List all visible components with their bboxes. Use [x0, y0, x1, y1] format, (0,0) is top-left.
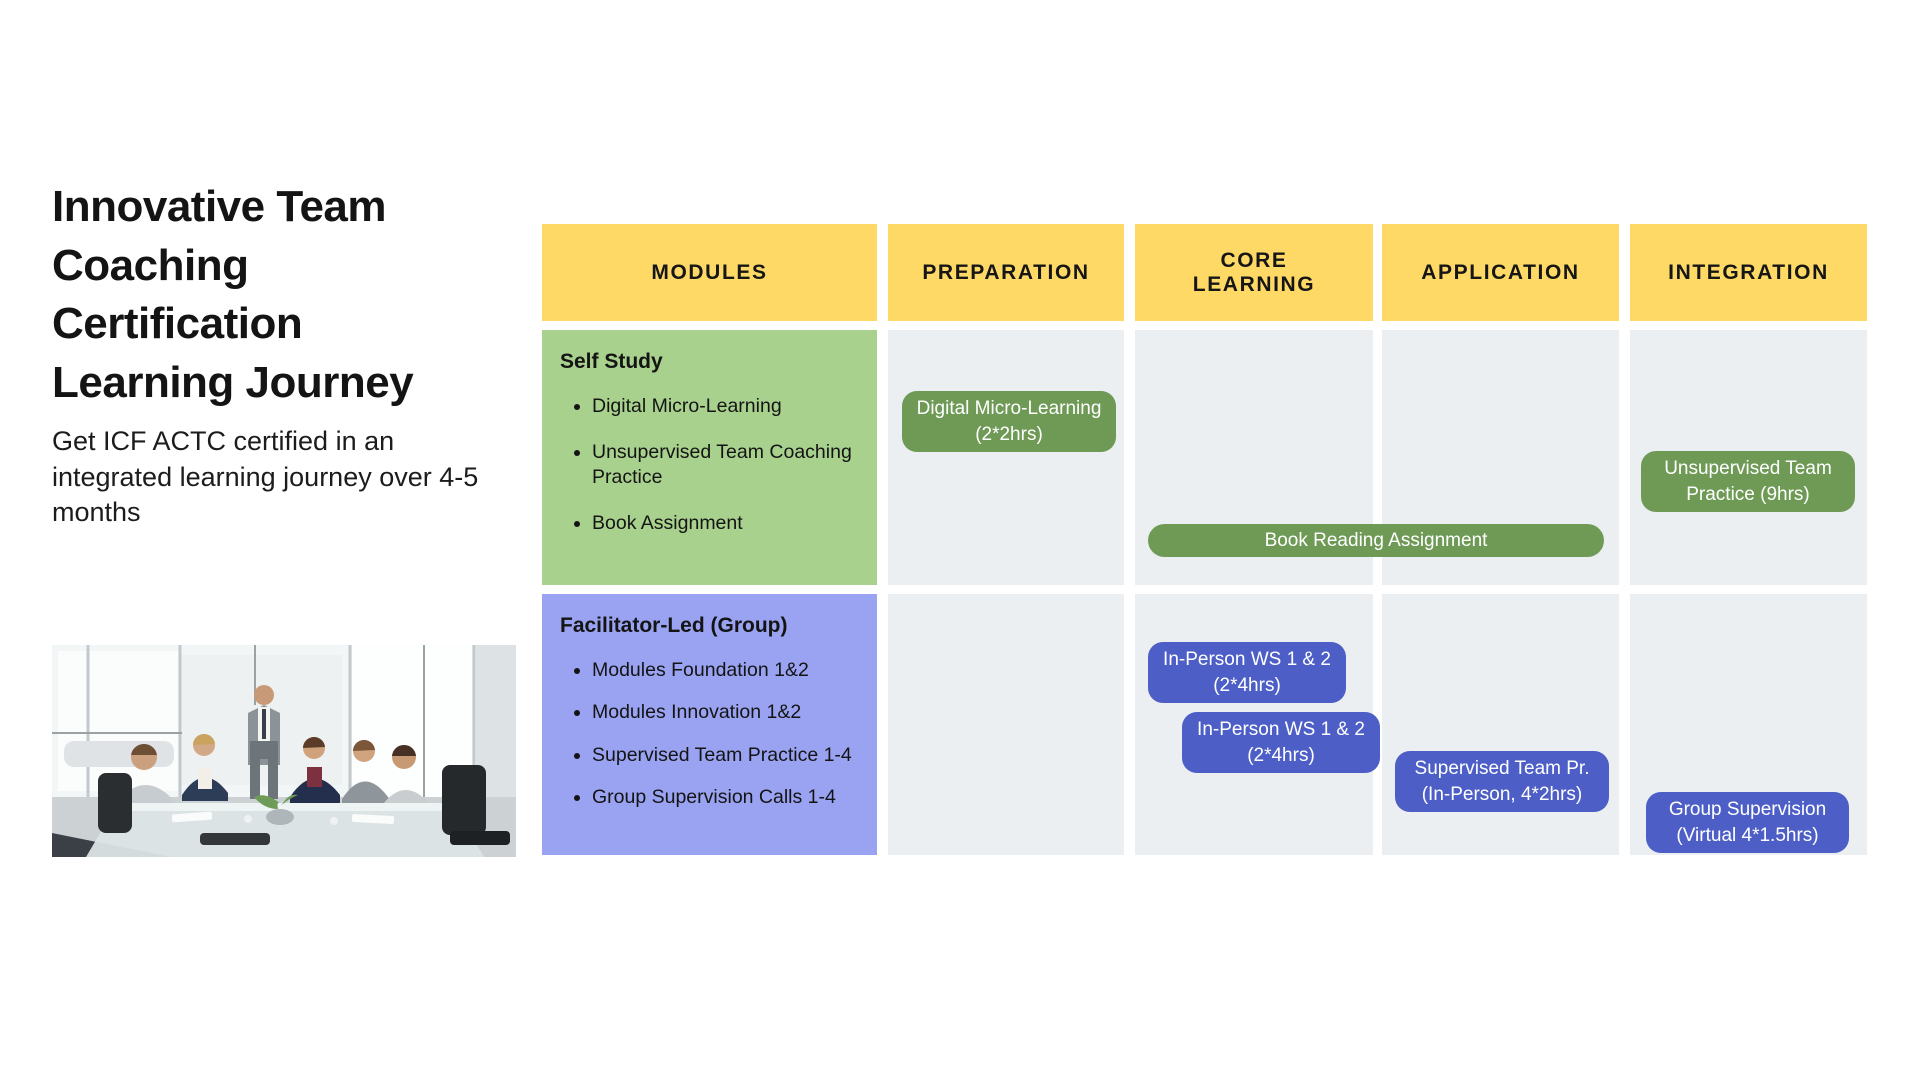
cell-preparation-selfstudy	[888, 330, 1124, 585]
column-header-core-learning: CORE LEARNING	[1135, 224, 1373, 321]
page-subtitle: Get ICF ACTC certified in an integrated …	[52, 426, 479, 528]
column-header-preparation: PREPARATION	[888, 224, 1124, 321]
self-study-list: Digital Micro-Learning Unsupervised Team…	[560, 394, 859, 536]
column-header-application: APPLICATION	[1382, 224, 1619, 321]
cell-application-facilitator	[1382, 594, 1619, 855]
list-item: Supervised Team Practice 1-4	[592, 743, 859, 767]
self-study-title: Self Study	[560, 350, 663, 373]
pill-inperson-ws-2: In-Person WS 1 & 2 (2*4hrs)	[1182, 712, 1380, 774]
pill-inperson-ws-1: In-Person WS 1 & 2 (2*4hrs)	[1148, 642, 1346, 704]
page-title: Innovative Team Coaching Certification L…	[52, 182, 414, 407]
facilitator-led-title: Facilitator-Led (Group)	[560, 614, 788, 637]
list-item: Book Assignment	[592, 511, 859, 535]
pill-group-supervision: Group Supervision (Virtual 4*1.5hrs)	[1646, 792, 1849, 854]
pill-unsupervised-team-practice: Unsupervised Team Practice (9hrs)	[1641, 451, 1855, 513]
pill-digital-micro-learning: Digital Micro-Learning (2*2hrs)	[902, 391, 1116, 453]
list-item: Modules Innovation 1&2	[592, 700, 859, 724]
facilitator-led-list: Modules Foundation 1&2 Modules Innovatio…	[560, 658, 859, 810]
list-item: Modules Foundation 1&2	[592, 658, 859, 682]
pill-book-reading-assignment: Book Reading Assignment	[1148, 524, 1604, 557]
column-header-integration: INTEGRATION	[1630, 224, 1867, 321]
list-item: Group Supervision Calls 1-4	[592, 785, 859, 809]
team-meeting-photo	[52, 645, 516, 857]
pill-supervised-team-practice: Supervised Team Pr. (In-Person, 4*2hrs)	[1395, 751, 1609, 813]
column-header-modules: MODULES	[542, 224, 877, 321]
team-meeting-illustration	[52, 645, 516, 857]
list-item: Unsupervised Team Coaching Practice	[592, 440, 859, 489]
self-study-cell: Self Study Digital Micro-Learning Unsupe…	[542, 330, 877, 585]
cell-preparation-facilitator	[888, 594, 1124, 855]
facilitator-led-cell: Facilitator-Led (Group) Modules Foundati…	[542, 594, 877, 855]
list-item: Digital Micro-Learning	[592, 394, 859, 418]
